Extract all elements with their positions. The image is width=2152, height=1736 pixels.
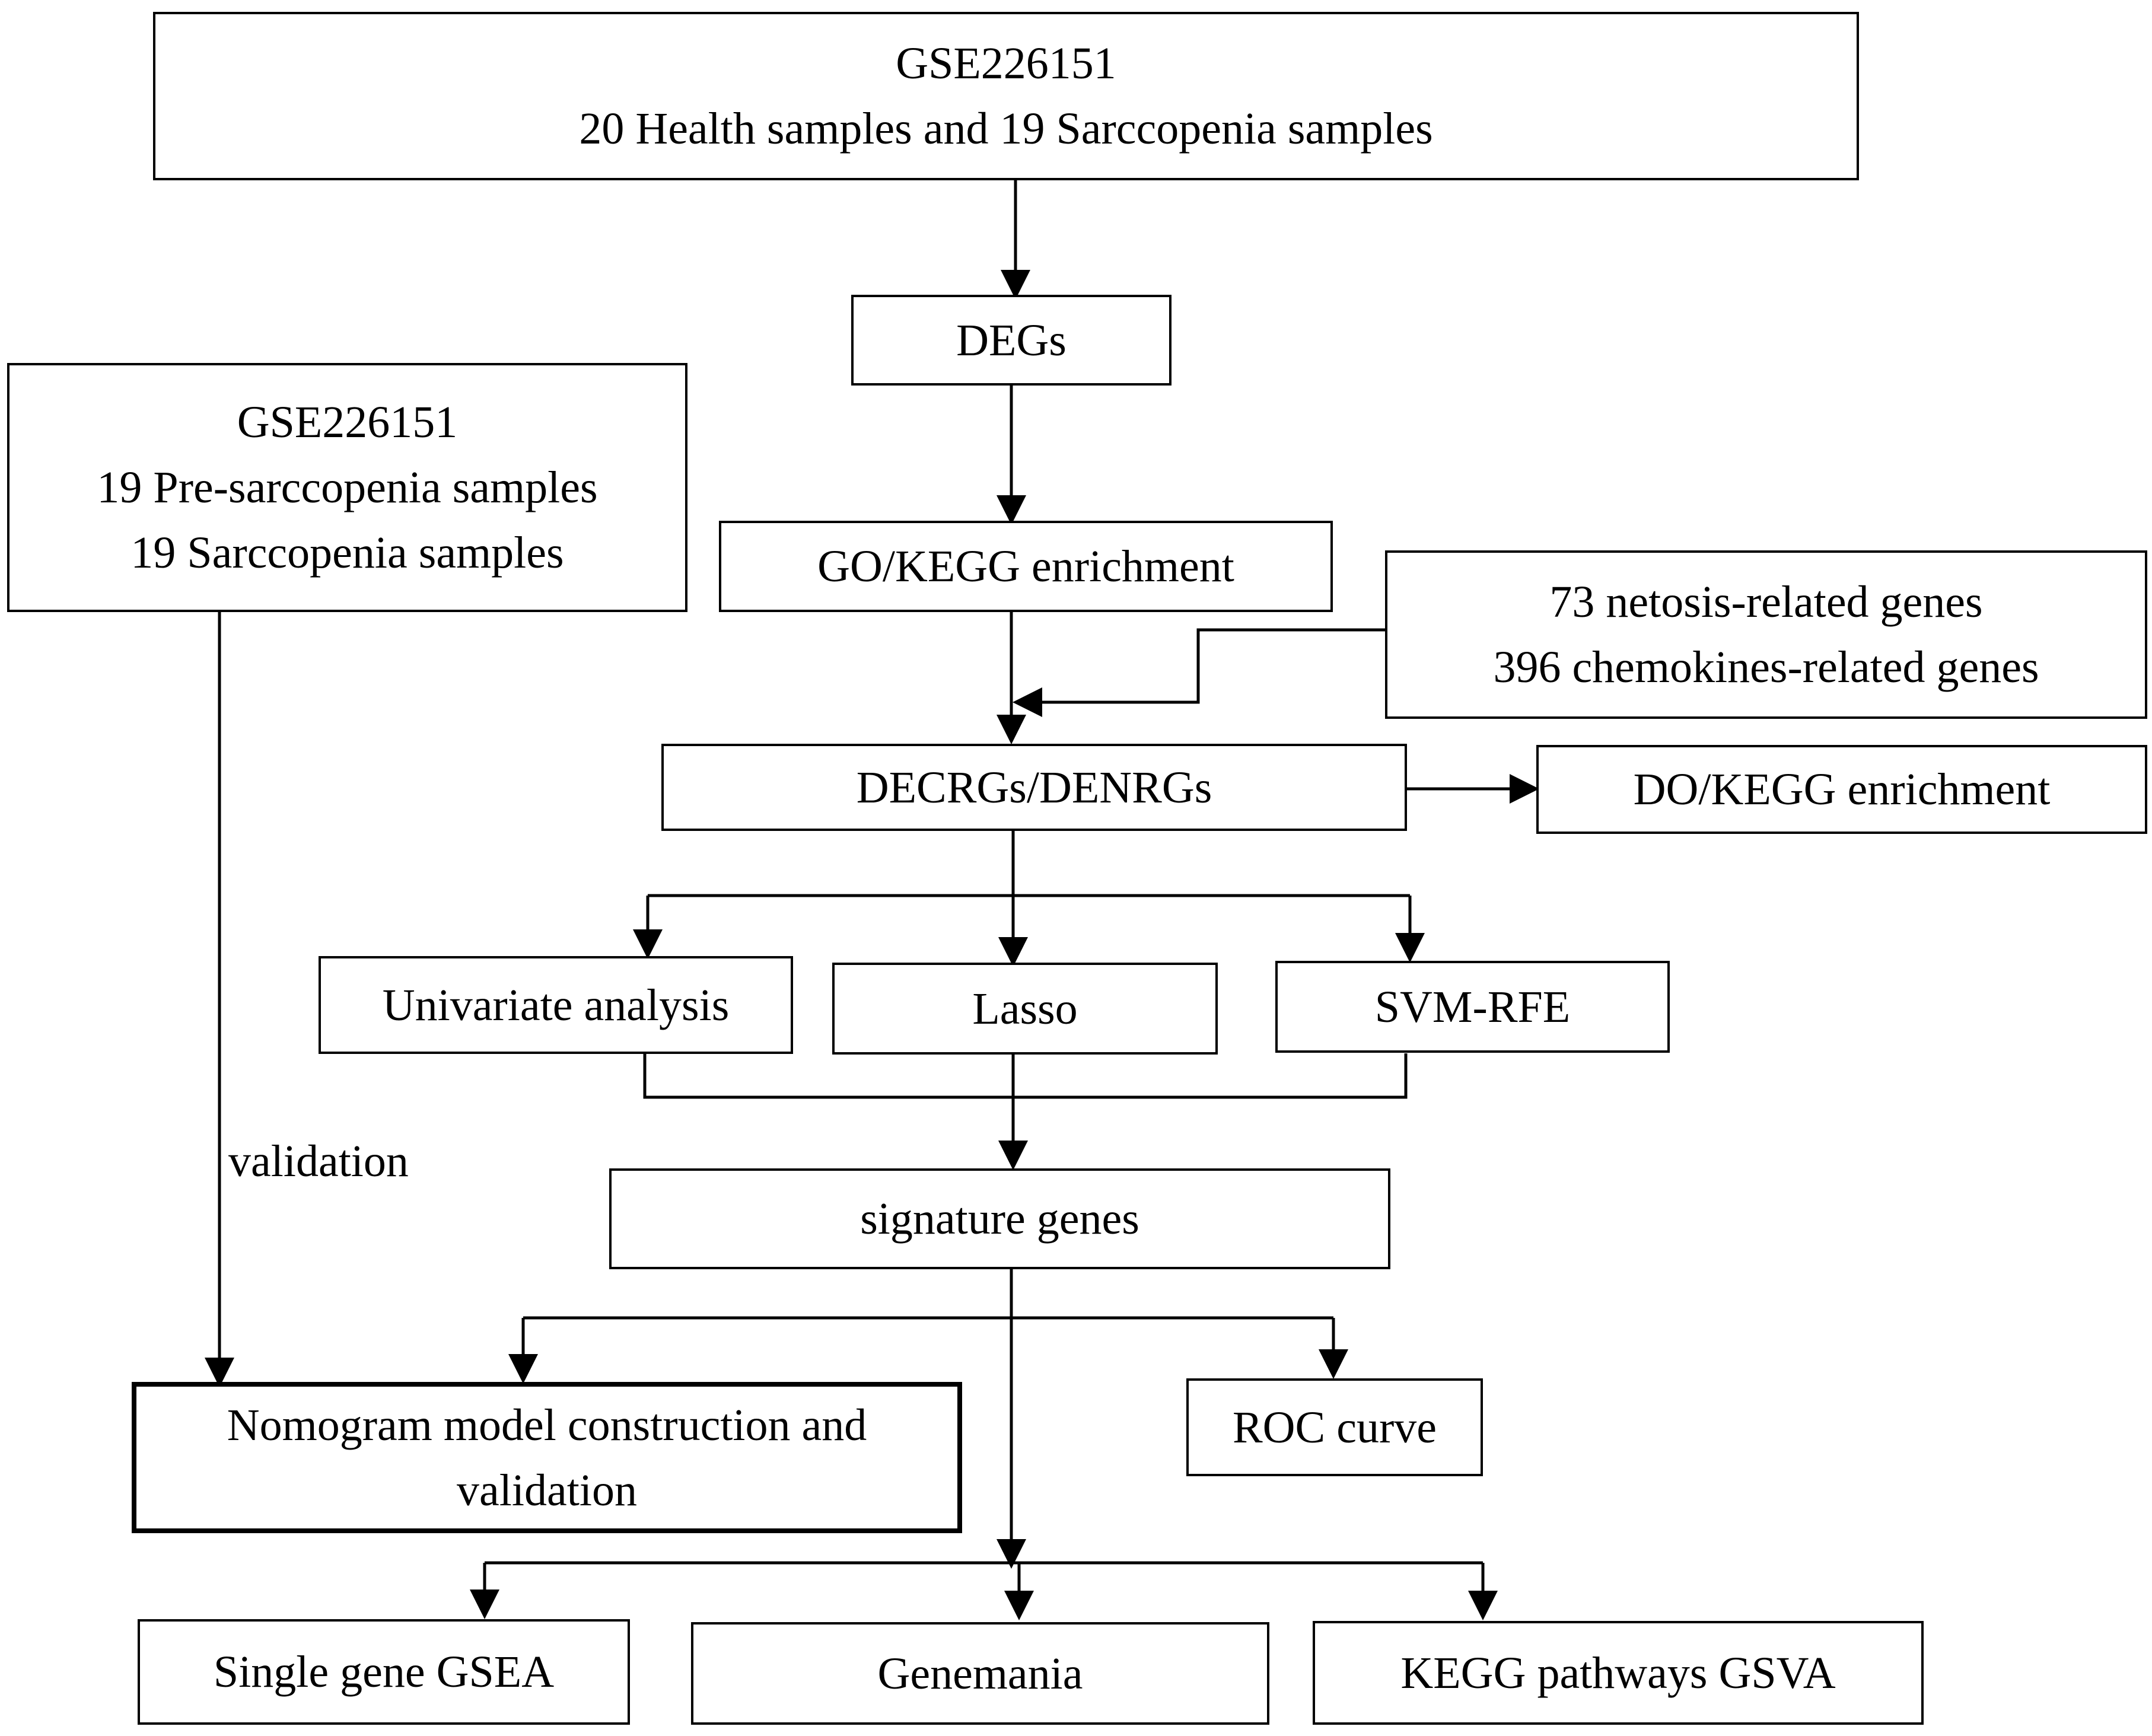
node-line: GO/KEGG enrichment	[817, 541, 1234, 591]
node-line: validation	[457, 1465, 637, 1515]
node-line: DECRGs/DENRGs	[856, 762, 1212, 813]
node-line: 73 netosis-related genes	[1549, 577, 1983, 627]
node-gsva: KEGG pathways GSVA	[1313, 1621, 1924, 1725]
node-line: signature genes	[860, 1194, 1139, 1244]
node-line: Lasso	[972, 983, 1078, 1034]
node-univariate: Univariate analysis	[319, 956, 793, 1054]
edge-label-validation: validation	[228, 1136, 409, 1186]
node-nomogram: Nomogram model construction and validati…	[132, 1382, 962, 1533]
node-line: SVM-RFE	[1374, 982, 1571, 1032]
node-do-kegg: DO/KEGG enrichment	[1536, 745, 2147, 834]
edge-split-to-gsea	[485, 1561, 1483, 1616]
node-line: DEGs	[956, 315, 1067, 365]
node-line: ROC curve	[1232, 1402, 1437, 1452]
edge-split-to-univariate	[648, 894, 1410, 956]
edge-split-to-nomogram	[523, 1316, 1333, 1381]
node-line: DO/KEGG enrichment	[1633, 765, 2051, 814]
node-gsea: Single gene GSEA	[138, 1619, 630, 1725]
node-line: Single gene GSEA	[213, 1647, 555, 1697]
node-line: Nomogram model construction and	[227, 1400, 867, 1450]
node-svm-rfe: SVM-RFE	[1275, 961, 1670, 1053]
node-line: Univariate analysis	[382, 980, 730, 1030]
node-decrgs: DECRGs/DENRGs	[661, 744, 1407, 831]
node-line: Genemania	[877, 1648, 1083, 1699]
edge-gene-sets-to-decrgs	[1013, 628, 1385, 717]
node-line: 396 chemokines-related genes	[1493, 642, 2039, 692]
node-gse-health: GSE226151 20 Health samples and 19 Sarcc…	[153, 12, 1859, 180]
node-signature: signature genes	[609, 1168, 1390, 1269]
node-go-kegg: GO/KEGG enrichment	[719, 521, 1333, 612]
node-line: 20 Health samples and 19 Sarccopenia sam…	[579, 104, 1433, 154]
node-lasso: Lasso	[832, 963, 1218, 1055]
edge-merge-bracket	[643, 1053, 1408, 1099]
node-line: 19 Pre-sarccopenia samples	[97, 463, 598, 512]
node-degs: DEGs	[851, 295, 1171, 386]
node-line: GSE226151	[237, 397, 458, 447]
node-line: KEGG pathways GSVA	[1400, 1648, 1836, 1698]
node-line: 19 Sarccopenia samples	[130, 528, 564, 578]
node-gene-sets: 73 netosis-related genes 396 chemokines-…	[1385, 550, 2147, 719]
node-roc: ROC curve	[1186, 1378, 1483, 1476]
node-line: GSE226151	[896, 39, 1116, 88]
node-genemania: Genemania	[691, 1622, 1269, 1725]
node-gse-pre: GSE226151 19 Pre-sarccopenia samples 19 …	[7, 363, 687, 612]
